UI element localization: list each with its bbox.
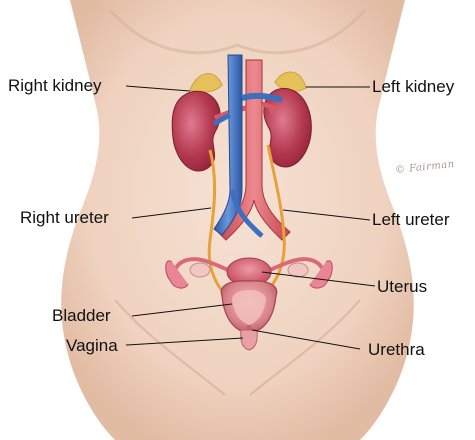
- label-bladder: Bladder: [52, 306, 111, 326]
- label-left-kidney: Left kidney: [372, 77, 454, 97]
- label-urethra: Urethra: [368, 340, 425, 360]
- ovary-right: [190, 263, 210, 277]
- label-right-kidney: Right kidney: [8, 76, 102, 96]
- label-left-ureter: Left ureter: [372, 210, 450, 230]
- label-uterus: Uterus: [377, 277, 427, 297]
- ovary-left: [288, 263, 308, 277]
- label-vagina: Vagina: [66, 336, 118, 356]
- label-right-ureter: Right ureter: [20, 208, 109, 228]
